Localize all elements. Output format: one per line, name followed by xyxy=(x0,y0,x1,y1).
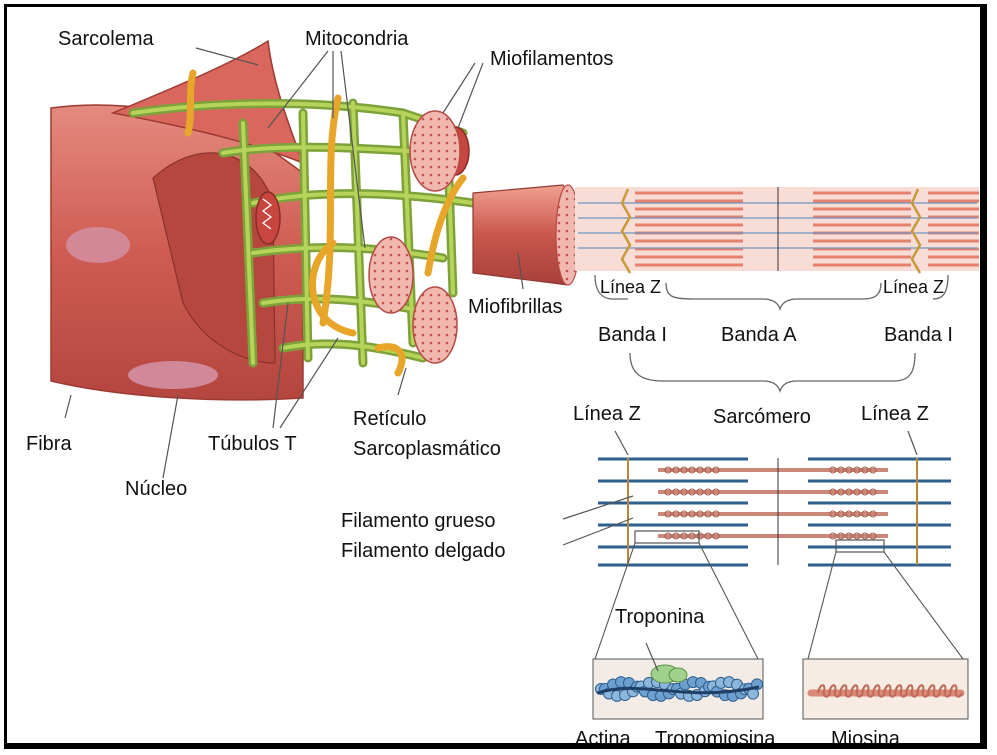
label-mitocondria: Mitocondria xyxy=(305,28,409,50)
sarcomere-filaments xyxy=(598,458,951,565)
label-linea-z-top-left: Línea Z xyxy=(600,277,661,297)
striated-myofibril xyxy=(575,187,979,273)
label-nucleo: Núcleo xyxy=(125,478,187,500)
label-miofilamentos: Miofilamentos xyxy=(490,48,613,70)
label-filamento-delgado: Filamento delgado xyxy=(341,540,506,562)
nucleus xyxy=(128,361,218,389)
label-linea-z-top-right: Línea Z xyxy=(883,277,944,297)
label-filamento-grueso: Filamento grueso xyxy=(341,510,496,532)
diagram-frame: Sarcolema Mitocondria Miofilamentos Miof… xyxy=(4,4,987,749)
label-fibra: Fibra xyxy=(26,433,72,455)
label-banda-i-left: Banda I xyxy=(598,324,667,346)
label-sarcolema: Sarcolema xyxy=(58,28,154,50)
label-tubulos-t: Túbulos T xyxy=(208,433,297,455)
diagram-canvas: Sarcolema Mitocondria Miofilamentos Miof… xyxy=(7,7,987,749)
label-reticulo: Retículo xyxy=(353,408,426,430)
label-banda-a: Banda A xyxy=(721,324,797,346)
label-miofibrillas: Miofibrillas xyxy=(468,296,562,318)
label-linea-z-sarc-right: Línea Z xyxy=(861,403,929,425)
label-sarcoplasmatico: Sarcoplasmático xyxy=(353,438,501,460)
myosin-inset xyxy=(803,659,968,719)
label-sarcomero: Sarcómero xyxy=(713,406,811,428)
muscle-fiber-illustration xyxy=(51,41,580,400)
label-miosina: Miosina xyxy=(831,728,901,749)
label-linea-z-sarc-left: Línea Z xyxy=(573,403,641,425)
label-actina: Actina xyxy=(575,728,631,749)
nucleus xyxy=(66,227,130,263)
actin-inset xyxy=(593,659,763,719)
label-banda-i-right: Banda I xyxy=(884,324,953,346)
label-tropomiosina: Tropomiosina xyxy=(655,728,776,749)
zoom-lines xyxy=(595,543,963,659)
label-troponina: Troponina xyxy=(615,606,705,628)
